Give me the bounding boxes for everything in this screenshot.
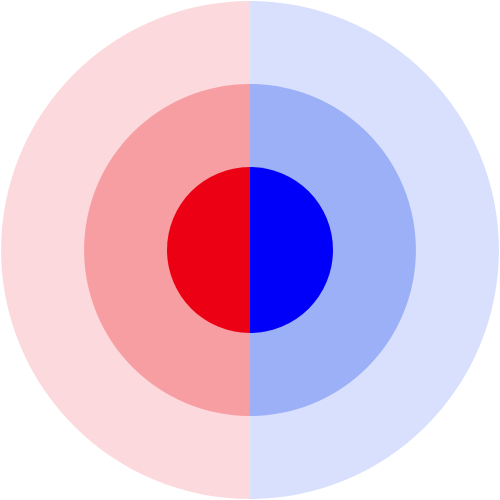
inner-core <box>167 167 333 333</box>
inner-core-left-half <box>167 167 250 333</box>
inner-core-right-half <box>250 167 333 333</box>
